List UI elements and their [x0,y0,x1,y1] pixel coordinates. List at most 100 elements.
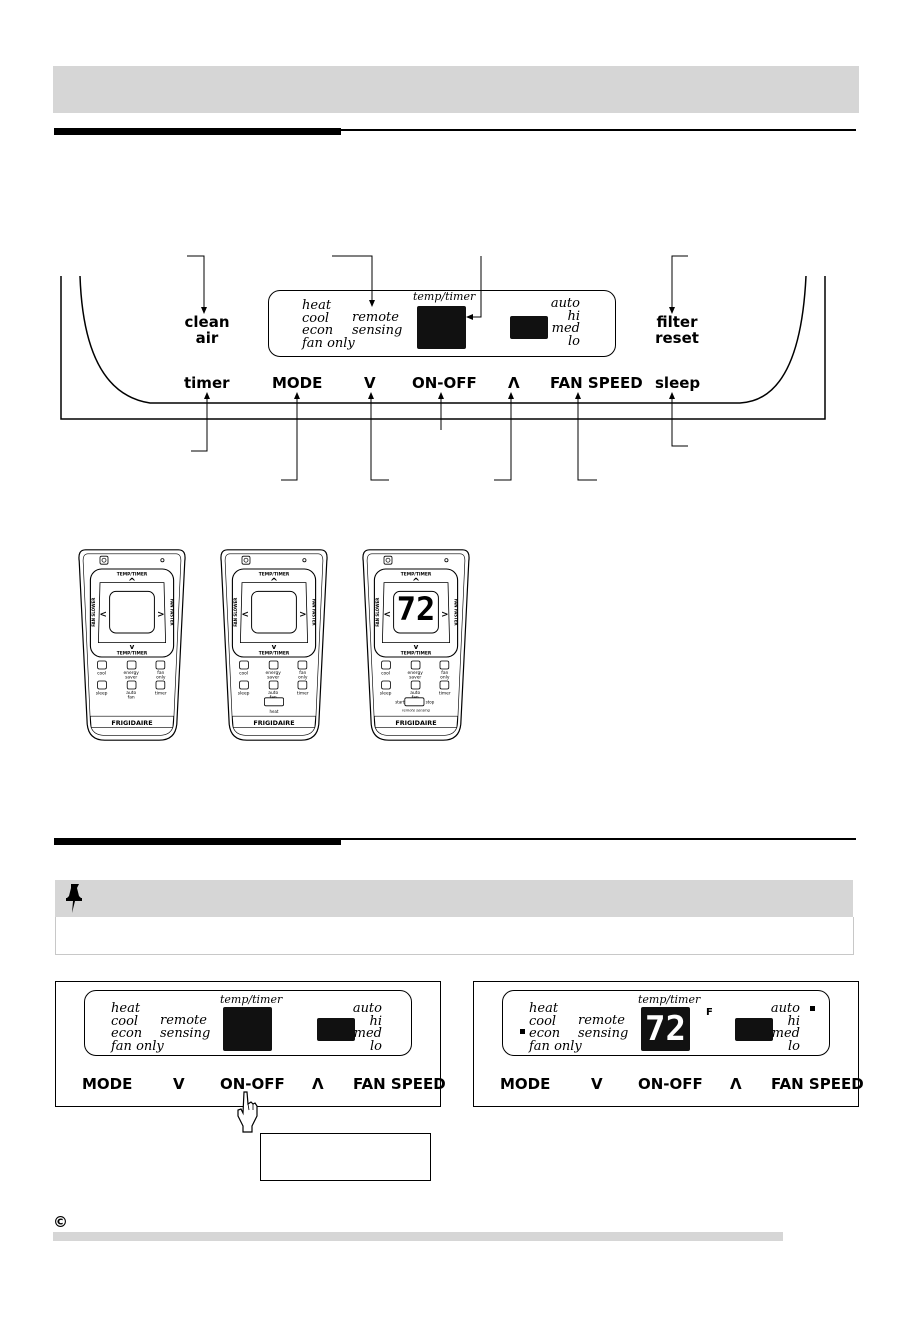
mini-on-off-button[interactable]: ON-OFF [638,1075,703,1093]
temp-display [417,306,466,349]
note-header-band [55,880,853,917]
cool-button[interactable] [97,660,107,670]
mini-mode-button[interactable]: MODE [500,1075,551,1093]
temp-down-icon: v [272,642,277,651]
temp-timer-label: temp/timer [413,290,476,303]
svg-text:energy: energy [124,670,140,676]
cool-button[interactable] [381,660,391,670]
svg-text:cool: cool [97,671,106,677]
fan-only-button[interactable] [155,660,166,670]
on-off-button[interactable]: ON-OFF [412,374,477,392]
fan-speed-indicator-list: auto hi med lo [548,296,580,348]
svg-text:sleep: sleep [238,691,250,697]
svg-text:fan: fan [128,695,135,701]
temp-down-button[interactable]: V [364,374,376,392]
control-panel-outline [60,275,826,420]
speed-auto: auto [550,296,580,311]
temp-up-button[interactable]: Λ [508,374,520,392]
mini-temp-down-button[interactable]: V [591,1075,603,1093]
temp-timer-bottom-label: TEMP/TIMER [259,651,290,657]
stop-label: stop [426,699,435,704]
energy-saver-button[interactable] [410,660,421,670]
pushpin-icon [66,884,82,913]
fan-faster-icon: > [299,610,306,620]
remote-body [362,549,470,741]
mini-on-off-button[interactable]: ON-OFF [220,1075,285,1093]
power-icon[interactable] [99,555,109,565]
mini-display-bezel [502,990,830,1056]
sleep-button[interactable] [239,680,249,690]
energy-saver-button[interactable] [126,660,137,670]
svg-text:cool: cool [381,671,390,677]
clean-air-button[interactable]: clean air [184,313,230,347]
cool-button[interactable] [239,660,249,670]
remote-display [109,590,155,634]
callout-lines [187,255,688,481]
fan-speed-button[interactable]: FAN SPEED [550,374,643,392]
mini-fan-speed-button[interactable]: FAN SPEED [353,1075,446,1093]
mode-indicator-list: heat cool econ fan only [302,298,355,351]
svg-text:only: only [298,675,308,681]
temp-timer-top-label: TEMP/TIMER [259,571,290,577]
auto-fan-button[interactable] [126,680,137,690]
svg-text:cool: cool [239,671,248,677]
svg-text:only: only [440,675,450,681]
timer-button[interactable] [297,680,308,690]
remote-display [251,590,297,634]
auto-indicator-dot [810,1006,815,1011]
heat-button[interactable] [264,697,284,707]
svg-text:saver: saver [267,675,279,681]
remote-control-1: TEMP/TIMER TEMP/TIMER ^ v < > FAN SLOWER… [76,522,188,768]
start-label: start [395,699,405,704]
mode-button[interactable]: MODE [272,374,323,392]
fan-faster-label: FAN FASTER [453,599,458,626]
mini-fan-display [317,1018,355,1041]
svg-text:energy: energy [408,670,424,676]
temperature-unit: F [706,1007,713,1018]
brand-logo: FRIGIDAIRE [253,719,294,727]
mini-temp-up-button[interactable]: Λ [312,1075,324,1093]
fan-only-button[interactable] [297,660,308,670]
filter-reset-button[interactable]: filter reset [655,313,699,347]
section-rule [341,129,856,131]
timer-button[interactable] [155,680,166,690]
sleep-button[interactable] [97,680,107,690]
sleep-button[interactable]: sleep [655,374,701,392]
mini-temp-timer-label: temp/timer [220,993,283,1006]
mode-cool: cool [302,310,330,326]
mini-temp-down-button[interactable]: V [173,1075,185,1093]
svg-text:timer: timer [155,691,167,697]
svg-text:energy: energy [266,670,282,676]
mini-temp-display: 72 [641,1007,690,1051]
mini-mode-button[interactable]: MODE [82,1075,133,1093]
fan-slower-icon: < [384,610,391,620]
remote-body [78,549,186,741]
auto-fan-button[interactable] [268,680,279,690]
power-icon[interactable] [383,555,393,565]
mini-fan-speed-button[interactable]: FAN SPEED [771,1075,864,1093]
section-header-band [53,66,859,113]
auto-fan-button[interactable] [410,680,421,690]
svg-text:sleep: sleep [96,691,108,697]
sleep-button[interactable] [381,680,391,690]
timer-button[interactable]: timer [184,374,230,392]
mode-heat: heat [302,298,332,313]
fan-only-button[interactable] [439,660,450,670]
mini-display-bezel [84,990,412,1056]
econ-indicator-dot [520,1029,525,1034]
timer-button[interactable] [439,680,450,690]
energy-saver-button[interactable] [268,660,279,670]
mini-temp-up-button[interactable]: Λ [730,1075,742,1093]
temp-up-icon: ^ [270,577,278,588]
remote-sensing-button[interactable] [404,697,425,707]
remote-sensing-label: remote sensing [402,708,431,712]
mode-fan-only: fan only [302,335,355,351]
speed-hi: hi [567,308,580,324]
power-icon[interactable] [241,555,251,565]
copyright-symbol: © [53,1213,68,1231]
svg-text:auto: auto [126,690,136,696]
